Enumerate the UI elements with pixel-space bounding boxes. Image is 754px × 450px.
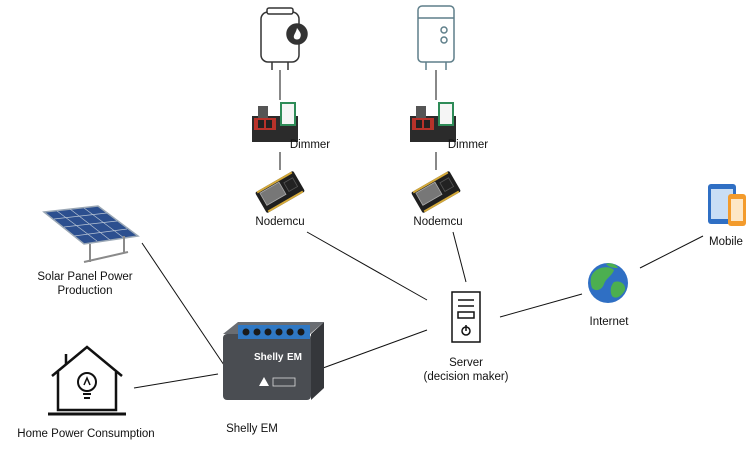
solar-panel-icon bbox=[42, 205, 140, 263]
server-sublabel: (decision maker) bbox=[423, 371, 509, 383]
line-home-shelly bbox=[133, 373, 219, 389]
home-label: Home Power Consumption bbox=[17, 428, 155, 440]
mobile-label: Mobile bbox=[709, 236, 743, 248]
shelly-brand-text: Shelly bbox=[254, 352, 284, 363]
house-lightbulb-icon bbox=[48, 345, 126, 416]
water-heater-flame-icon bbox=[260, 7, 308, 70]
nodemcu-right-label: Nodemcu bbox=[413, 216, 463, 228]
line-internet-mobile bbox=[639, 235, 704, 269]
line-nodemcu-right-server bbox=[452, 231, 467, 283]
dimmer-left-label: Dimmer bbox=[289, 139, 331, 151]
line-shelly-server bbox=[322, 329, 428, 369]
solar-label: Solar Panel Power Production bbox=[37, 271, 133, 297]
line-nodemcu-left-server bbox=[306, 231, 428, 301]
connector-lines bbox=[133, 70, 704, 389]
server-tower-icon bbox=[451, 291, 481, 343]
shelly-em-meter-icon: Shelly EM bbox=[223, 322, 324, 400]
dimmer-right-label: Dimmer bbox=[447, 139, 489, 151]
water-heater-tank-icon bbox=[417, 5, 455, 70]
globe-icon bbox=[588, 263, 628, 303]
nodemcu-board-icon bbox=[255, 171, 305, 213]
dimmer-module-icon bbox=[410, 102, 456, 142]
internet-label: Internet bbox=[589, 316, 629, 328]
nodemcu-board-icon bbox=[411, 171, 461, 213]
line-server-internet bbox=[499, 293, 583, 318]
phone-tablet-icon bbox=[708, 184, 746, 226]
dimmer-module-icon bbox=[252, 102, 298, 142]
line-solar-shelly bbox=[141, 242, 227, 369]
shelly-label: Shelly EM bbox=[226, 423, 278, 435]
shelly-model-text: EM bbox=[287, 352, 302, 363]
server-label: Server bbox=[449, 357, 483, 369]
nodemcu-left-label: Nodemcu bbox=[255, 216, 305, 228]
